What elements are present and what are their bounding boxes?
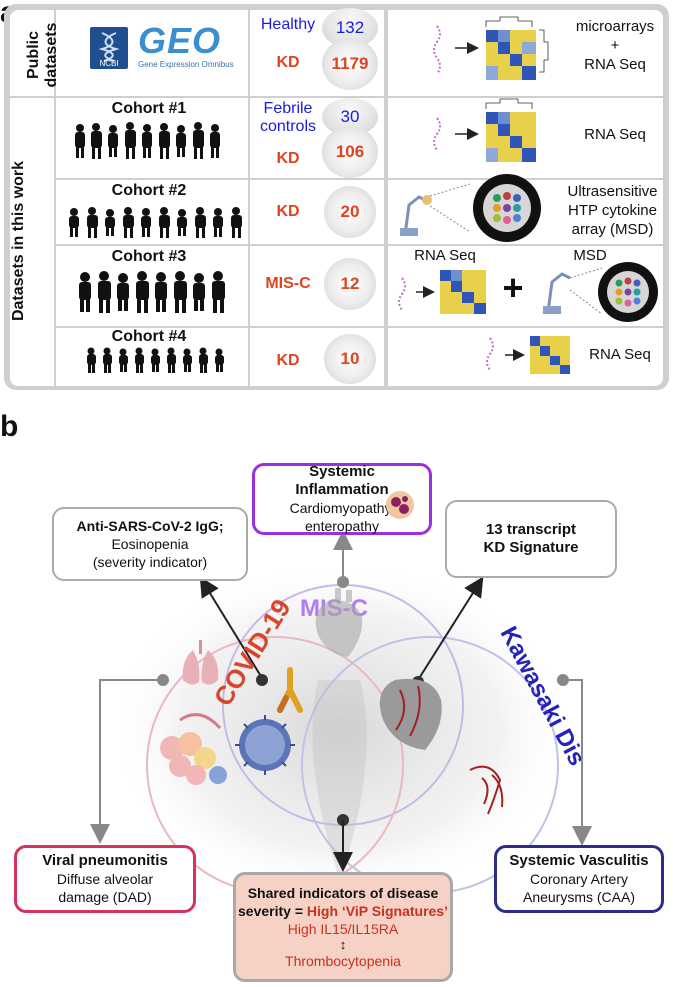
shared-indicators-updown-arrow: ↕	[339, 937, 347, 952]
row3-group0-label: MIS-C	[265, 275, 311, 292]
virus-icon	[235, 715, 295, 775]
row0-group1-count: 1179	[322, 38, 378, 90]
covid-to-pneumonitis-arrow	[90, 679, 163, 844]
shared-indicators-line2: Thrombocytopenia	[285, 953, 401, 969]
row1-cohort-title: Cohort #1	[111, 100, 187, 117]
row2-method-text: Ultrasensitive HTP cytokine array (MSD)	[555, 182, 670, 239]
section-label-work-cell	[10, 98, 54, 386]
kd-signature-box: 13 transcript KD Signature	[445, 500, 617, 578]
row4-group0-label: KD	[276, 352, 300, 369]
viral-pneumonitis-line1: Diffuse alveolar	[56, 871, 154, 887]
row2-children-silhouettes	[69, 207, 242, 238]
misc-connector-dot	[337, 576, 349, 588]
venn-background-halo	[110, 560, 570, 900]
row3-heatmap-icon	[398, 270, 486, 314]
systemic-inflammation-box: Systemic Inflammation Cardiomyopathy, en…	[252, 463, 432, 535]
shared-indicators-vip: High ‘ViP Signatures’	[306, 903, 448, 919]
row3-method-right-text: MSD	[573, 247, 607, 264]
section-label-public-cell	[10, 10, 54, 96]
row3-msd-plate-icon	[543, 262, 658, 322]
systemic-vasculitis-line1: Coronary Artery	[529, 871, 629, 887]
row1-heatmap-icon	[433, 98, 536, 162]
row3-children-silhouettes	[79, 271, 225, 313]
row0-method-line3: RNA Seq	[584, 56, 646, 73]
row0-method-line2: +	[610, 37, 620, 54]
antibody-icon	[277, 667, 303, 713]
viral-pneumonitis-box: Viral pneumonitis Diffuse alveolar damag…	[14, 845, 196, 913]
row4-cohort-title: Cohort #4	[111, 328, 187, 345]
row2-group0-label: KD	[276, 203, 300, 220]
row4-method-cell	[388, 328, 663, 386]
row0-group1-label: KD	[276, 54, 300, 71]
systemic-vasculitis-title: Systemic Vasculitis	[509, 852, 649, 869]
row1-group1-count: 106	[322, 126, 378, 178]
row2-method-line3: array (MSD)	[571, 221, 654, 238]
systemic-inflammation-line1: Cardiomyopathy,	[289, 500, 395, 516]
igg-connector-dot	[256, 674, 268, 686]
row0-group0-count: 132	[322, 8, 378, 48]
misc-heart-icon	[315, 588, 363, 657]
kd-signature-line2: KD Signature	[483, 539, 579, 556]
alveoli-icon	[160, 713, 227, 785]
row3-method-left-text: RNA Seq	[414, 247, 476, 264]
viral-pneumonitis-title: Viral pneumonitis	[42, 852, 168, 869]
shared-indicators-title-prefix: severity =	[238, 903, 307, 919]
row2-method-line1: Ultrasensitive	[567, 183, 658, 200]
systemic-inflammation-line2: enteropathy	[305, 518, 379, 534]
row0-group0-label: Healthy	[260, 16, 316, 33]
ncbi-helix-icon	[98, 32, 120, 62]
shared-region	[312, 680, 367, 880]
shared-indicators-title-line2: severity = High ‘ViP Signatures’	[238, 902, 448, 920]
viral-pneumonitis-line2: damage (DAD)	[58, 889, 152, 905]
row0-heatmap-icon	[433, 16, 549, 80]
kd-heart-icon	[379, 678, 442, 750]
igg-box-line1: Eosinopenia	[111, 536, 189, 552]
coronary-artery-icon	[469, 765, 504, 815]
lungs-icon	[182, 640, 219, 685]
shared-indicators-line1: High IL15/IL15RA	[287, 921, 399, 937]
row1-group0-label-line2: controls	[259, 118, 317, 135]
systemic-inflammation-title-line1: Systemic	[309, 463, 375, 480]
row1-group0-label: Febrile controls	[252, 100, 324, 136]
row0-cohort-cell	[56, 10, 248, 96]
ncbi-logo-text: NCBI	[99, 59, 119, 68]
panel-b-letter: b	[0, 410, 19, 443]
row3-method-plus: +	[502, 267, 524, 308]
igg-box-title: Anti-SARS-CoV-2 IgG;	[76, 518, 224, 534]
igg-arrow	[199, 576, 263, 679]
row1-children-silhouettes	[75, 122, 220, 159]
row1-group1-label: KD	[276, 150, 300, 167]
geo-logo: GEO Gene Expression Omnibus	[138, 22, 248, 72]
row2-group0-count: 20	[324, 186, 376, 238]
kd-signature-arrow	[417, 576, 484, 681]
row0-method-line1: microarrays	[575, 18, 655, 35]
kd-signature-line1: 13 transcript	[485, 521, 577, 538]
row1-method-text: RNA Seq	[584, 126, 646, 143]
row0-method-text: microarrays + RNA Seq	[560, 17, 670, 74]
row2-cohort-title: Cohort #2	[111, 182, 187, 199]
row1-group0-label-line1: Febrile	[263, 100, 313, 117]
row2-msd-plate-icon	[400, 174, 541, 242]
row4-children-silhouettes	[87, 347, 224, 373]
systemic-inflammation-title-line2: Inflammation	[295, 481, 389, 498]
panel-a-graphics	[69, 16, 658, 374]
kawasaki-to-vasculitis-arrow	[563, 679, 592, 846]
shared-indicators-box: Shared indicators of disease severity = …	[233, 872, 453, 982]
row4-group0-count: 10	[324, 334, 376, 384]
row4-heatmap-icon	[486, 336, 570, 374]
systemic-vasculitis-box: Systemic Vasculitis Coronary Artery Aneu…	[494, 845, 664, 913]
row2-method-line2: HTP cytokine	[568, 202, 657, 219]
igg-box-line2: (severity indicator)	[92, 554, 208, 570]
igg-box: Anti-SARS-CoV-2 IgG; Eosinopenia (severi…	[52, 507, 248, 581]
shared-indicators-title-line1: Shared indicators of disease	[247, 885, 439, 901]
systemic-vasculitis-line2: Aneurysms (CAA)	[522, 889, 636, 905]
row3-group0-count: 12	[324, 258, 376, 310]
geo-logo-subtitle: Gene Expression Omnibus	[138, 60, 234, 69]
row4-method-text: RNA Seq	[589, 346, 651, 363]
ncbi-logo: NCBI	[90, 27, 128, 69]
row3-cohort-title: Cohort #3	[111, 248, 187, 265]
geo-logo-text: GEO	[138, 20, 222, 61]
